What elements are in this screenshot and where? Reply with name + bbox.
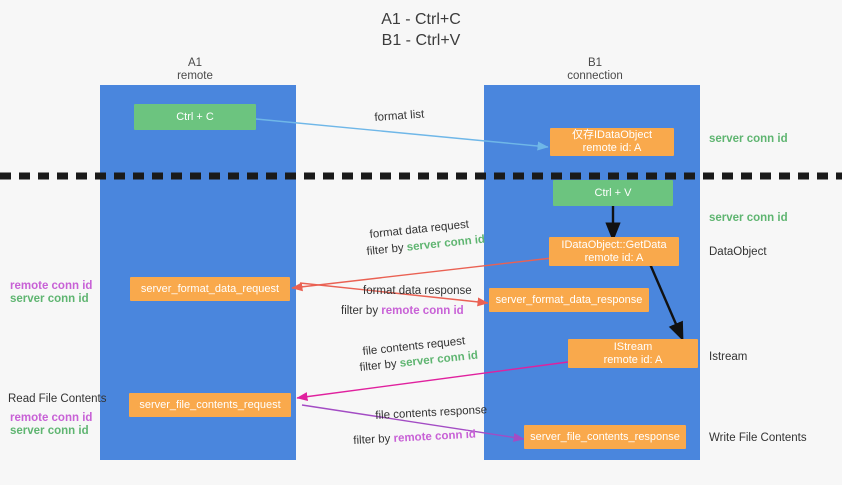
filter-prefix: filter by [359,357,401,374]
column-header-a1: A1 remote [177,57,213,82]
right-label-server-conn-id-second: server conn id [709,212,788,224]
arrow-format-list [255,118,549,151]
box-idataobject[interactable]: 仅存IDataObject remote id: A [550,128,674,156]
box-server-format-data-request[interactable]: server_format_data_request [130,277,290,301]
box-ctrl-c[interactable]: Ctrl + C [134,104,256,130]
left-label-remote-conn-id-1: remote conn id [10,280,93,292]
divider-dashed [0,167,842,180]
column-header-b1: B1 connection [567,57,623,82]
left-label-remote-conn-id-2: remote conn id [10,412,93,424]
label-format-data-response-filter: filter by remote conn id [341,304,464,319]
arrow-format-data-request [291,257,553,292]
arrow-format-data-response [299,282,489,307]
arrow-getdata-to-istream [648,263,684,342]
filter-key-remote-conn-id: remote conn id [381,305,464,317]
box-istream[interactable]: IStream remote id: A [568,339,698,368]
filter-prefix: filter by [366,241,408,258]
right-label-server-conn-id-top: server conn id [709,133,788,145]
box-server-file-contents-request[interactable]: server_file_contents_request [129,393,291,417]
left-label-server-conn-id-1: server conn id [10,293,89,305]
arrow-file-contents-response [301,404,525,442]
box-server-format-data-response[interactable]: server_format_data_response [489,288,649,312]
left-label-server-conn-id-2: server conn id [10,425,89,437]
box-idataobject-getdata[interactable]: IDataObject::GetData remote id: A [549,237,679,266]
filter-key-remote-conn-id: remote conn id [393,428,477,445]
right-label-write-file-contents: Write File Contents [709,432,807,444]
filter-prefix: filter by [341,305,382,317]
left-label-read-file-contents: Read File Contents [8,393,107,405]
arrow-file-contents-request [296,361,569,402]
box-server-file-contents-response[interactable]: server_file_contents_response [524,425,686,449]
right-label-istream: Istream [709,351,748,363]
page-title: A1 - Ctrl+C B1 - Ctrl+V [381,11,461,49]
filter-prefix: filter by [353,432,394,447]
label-format-data-response: format data response [363,285,472,297]
box-ctrl-v[interactable]: Ctrl + V [553,180,673,206]
right-label-dataobject: DataObject [709,246,767,258]
